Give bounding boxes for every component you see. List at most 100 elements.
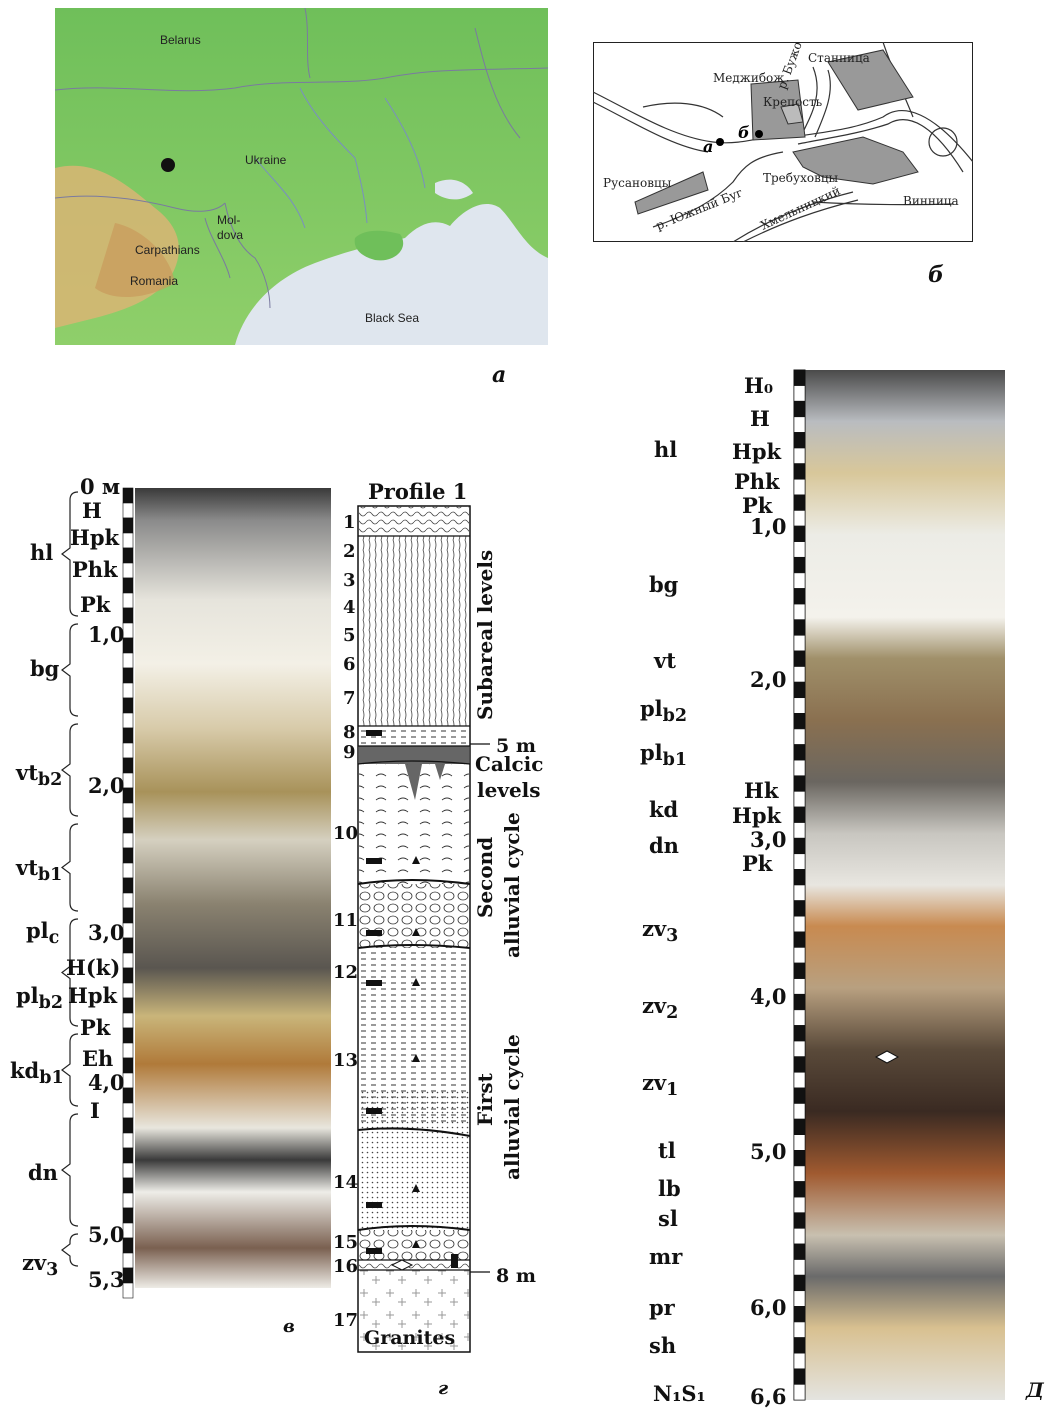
profile-layer-5: 5: [343, 625, 356, 646]
scale-segment: [793, 978, 806, 995]
scale-segment: [122, 607, 134, 624]
scale-segment: [122, 532, 134, 549]
scale-segment: [793, 1212, 806, 1229]
scale-segment: [122, 592, 134, 609]
scale-segment: [793, 993, 806, 1011]
horizon-d-hk: Hk: [744, 778, 779, 803]
map-label-romania: Romania: [130, 274, 178, 288]
profile-layer-13: 13: [333, 1050, 359, 1071]
scale-segment: [793, 1321, 806, 1338]
depth-d-2: 2,0: [750, 667, 787, 692]
unit-d-plb1: plb1: [640, 740, 688, 771]
town-label-fortress: Крепость: [763, 95, 823, 109]
depth-d-5: 5,0: [750, 1139, 787, 1164]
scale-segment: [793, 1150, 806, 1167]
scale-segment: [122, 802, 134, 819]
scale-segment: [793, 1196, 806, 1214]
unit-v-bg: bg: [30, 656, 60, 681]
scale-segment: [122, 847, 134, 864]
scale-segment: [793, 1368, 806, 1385]
section-v: [0, 470, 340, 1310]
scale-segment: [793, 556, 806, 574]
scale-segment: [793, 744, 806, 761]
horizon-d-hpk2: Hpk: [732, 803, 782, 828]
horizon-d-h: H: [750, 406, 770, 431]
profile-layer-17: 17: [333, 1310, 359, 1331]
unit-brace: [61, 823, 79, 912]
profile-layer-16: 16: [333, 1256, 359, 1277]
scale-segment: [122, 577, 134, 594]
zone-first-2: alluvial cycle: [500, 1034, 524, 1180]
scale-segment: [122, 982, 134, 999]
scale-segment: [793, 525, 806, 542]
scale-segment: [122, 997, 134, 1014]
scale-segment: [122, 1177, 134, 1194]
panel-label-v: в: [283, 1316, 295, 1337]
profile-layer-12: 12: [333, 962, 359, 983]
scale-segment: [122, 1132, 134, 1149]
panel-label-d: Д: [1026, 1378, 1044, 1402]
horizon-d-pk2: Pk: [742, 851, 773, 876]
unit-d-zv1: zv1: [642, 1070, 679, 1101]
scale-segment: [793, 1259, 806, 1276]
scale-segment: [793, 1103, 806, 1120]
scale-segment: [122, 1282, 134, 1299]
horizon-v-hk: H(k): [66, 955, 121, 980]
unit-v-vtb2: vtb2: [16, 760, 63, 791]
section-d: [690, 360, 1030, 1415]
scale-segment: [793, 915, 806, 933]
unit-v-zv3: zv3: [22, 1250, 59, 1281]
unit-v-kdb1: kdb1: [10, 1058, 64, 1089]
scale-segment: [793, 822, 806, 839]
scale-segment: [122, 1012, 134, 1029]
unit-d-zv3: zv3: [642, 916, 679, 947]
scale-segment: [122, 832, 134, 849]
diamond-marker-icon: [390, 1259, 414, 1271]
scale-segment: [122, 487, 134, 504]
soil-column-d: [805, 370, 1005, 1400]
scale-segment: [793, 541, 806, 558]
unit-d-sl: sl: [658, 1206, 678, 1231]
profile-layer-10: 10: [333, 823, 359, 844]
scale-segment: [122, 547, 134, 564]
scale-segment: [122, 1027, 134, 1044]
town-label-stanitsa: Станница: [808, 51, 870, 65]
profile-layer-4: 4: [343, 597, 356, 618]
profile-layer-8: 8: [343, 722, 356, 743]
profile-layer-14: 14: [333, 1172, 359, 1193]
unit-v-dn: dn: [28, 1160, 58, 1185]
unit-d-bg: bg: [649, 572, 679, 597]
depth-d-3: 3,0: [750, 827, 787, 852]
unit-d-dn: dn: [649, 833, 679, 858]
diamond-marker-icon: [874, 1050, 900, 1064]
scale-segment: [793, 853, 806, 870]
horizon-v-h: H: [82, 498, 102, 523]
unit-d-hl: hl: [654, 437, 678, 462]
horizon-v-hpk2: Hpk: [68, 983, 118, 1008]
scale-segment: [122, 877, 134, 894]
scale-segment: [793, 1228, 806, 1245]
regional-map: Belarus Ukraine Mol- dova Carpathians Ro…: [54, 7, 549, 345]
unit-v-plb2: plb2: [16, 983, 64, 1014]
scale-segment: [793, 1134, 806, 1151]
scale-segment: [793, 385, 806, 402]
scale-segment: [793, 1025, 806, 1042]
point-b-label: б: [738, 123, 750, 142]
scale-segment: [793, 1118, 806, 1135]
unit-d-kd: kd: [649, 797, 679, 822]
panel-label-g: г: [438, 1378, 449, 1399]
profile-layer-15: 15: [333, 1232, 359, 1253]
scale-segment: [793, 432, 806, 449]
scale-segment: [122, 697, 134, 714]
scale-segment: [793, 510, 806, 527]
zone-first-1: First: [473, 1073, 497, 1126]
horizon-d-phk: Phk: [734, 469, 780, 494]
scale-segment: [793, 806, 806, 823]
depth-d-1: 1,0: [750, 514, 787, 539]
soil-column-v: [135, 488, 331, 1288]
scale-segment: [793, 619, 806, 636]
scale-segment: [122, 1102, 134, 1119]
scale-segment: [122, 967, 134, 984]
scale-segment: [793, 697, 806, 714]
scale-segment: [122, 952, 134, 969]
